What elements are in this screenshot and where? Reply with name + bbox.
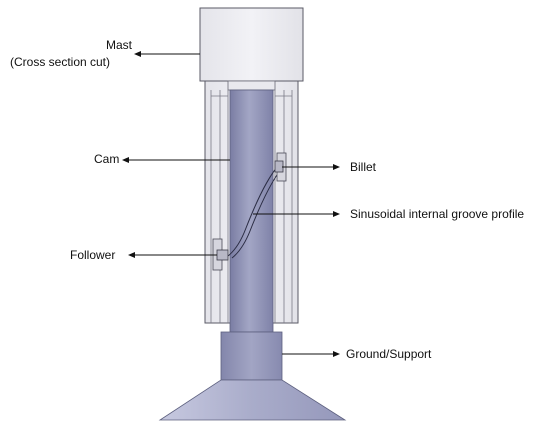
mast-top-block	[199, 7, 304, 82]
label-billet-text: Billet	[350, 160, 377, 174]
billet-arrow-head	[333, 164, 340, 170]
label-follower-text: Follower	[70, 248, 115, 262]
label-groove-text: Sinusoidal internal groove profile	[350, 207, 524, 221]
label-cam: Cam	[94, 152, 230, 166]
billet-inner	[274, 160, 284, 173]
label-follower: Follower	[70, 248, 217, 262]
support-base	[158, 379, 347, 421]
label-cam-text: Cam	[94, 152, 119, 166]
label-mast: Mast (Cross section cut)	[10, 38, 200, 69]
groove-arrow-head	[333, 211, 340, 217]
groove-curve-2	[231, 167, 283, 259]
support-block	[220, 331, 283, 381]
label-ground: Ground/Support	[282, 347, 432, 361]
ground-support	[158, 331, 347, 421]
label-ground-text: Ground/Support	[346, 347, 432, 361]
follower-inner	[216, 249, 229, 261]
mast-arrow-head	[134, 51, 141, 57]
mast-inner-cap	[227, 80, 276, 91]
cam-shaft	[229, 89, 274, 333]
follower-arrow-head	[128, 252, 135, 258]
cam-arrow-head	[122, 157, 129, 163]
groove-profile	[227, 165, 283, 259]
label-billet: Billet	[282, 160, 377, 174]
ground-arrow-head	[333, 351, 340, 357]
groove-curve-1	[227, 165, 279, 257]
label-groove: Sinusoidal internal groove profile	[253, 207, 524, 221]
label-mast-line2: (Cross section cut)	[10, 55, 110, 69]
cam	[229, 89, 274, 333]
label-mast-line1: Mast	[106, 38, 133, 52]
